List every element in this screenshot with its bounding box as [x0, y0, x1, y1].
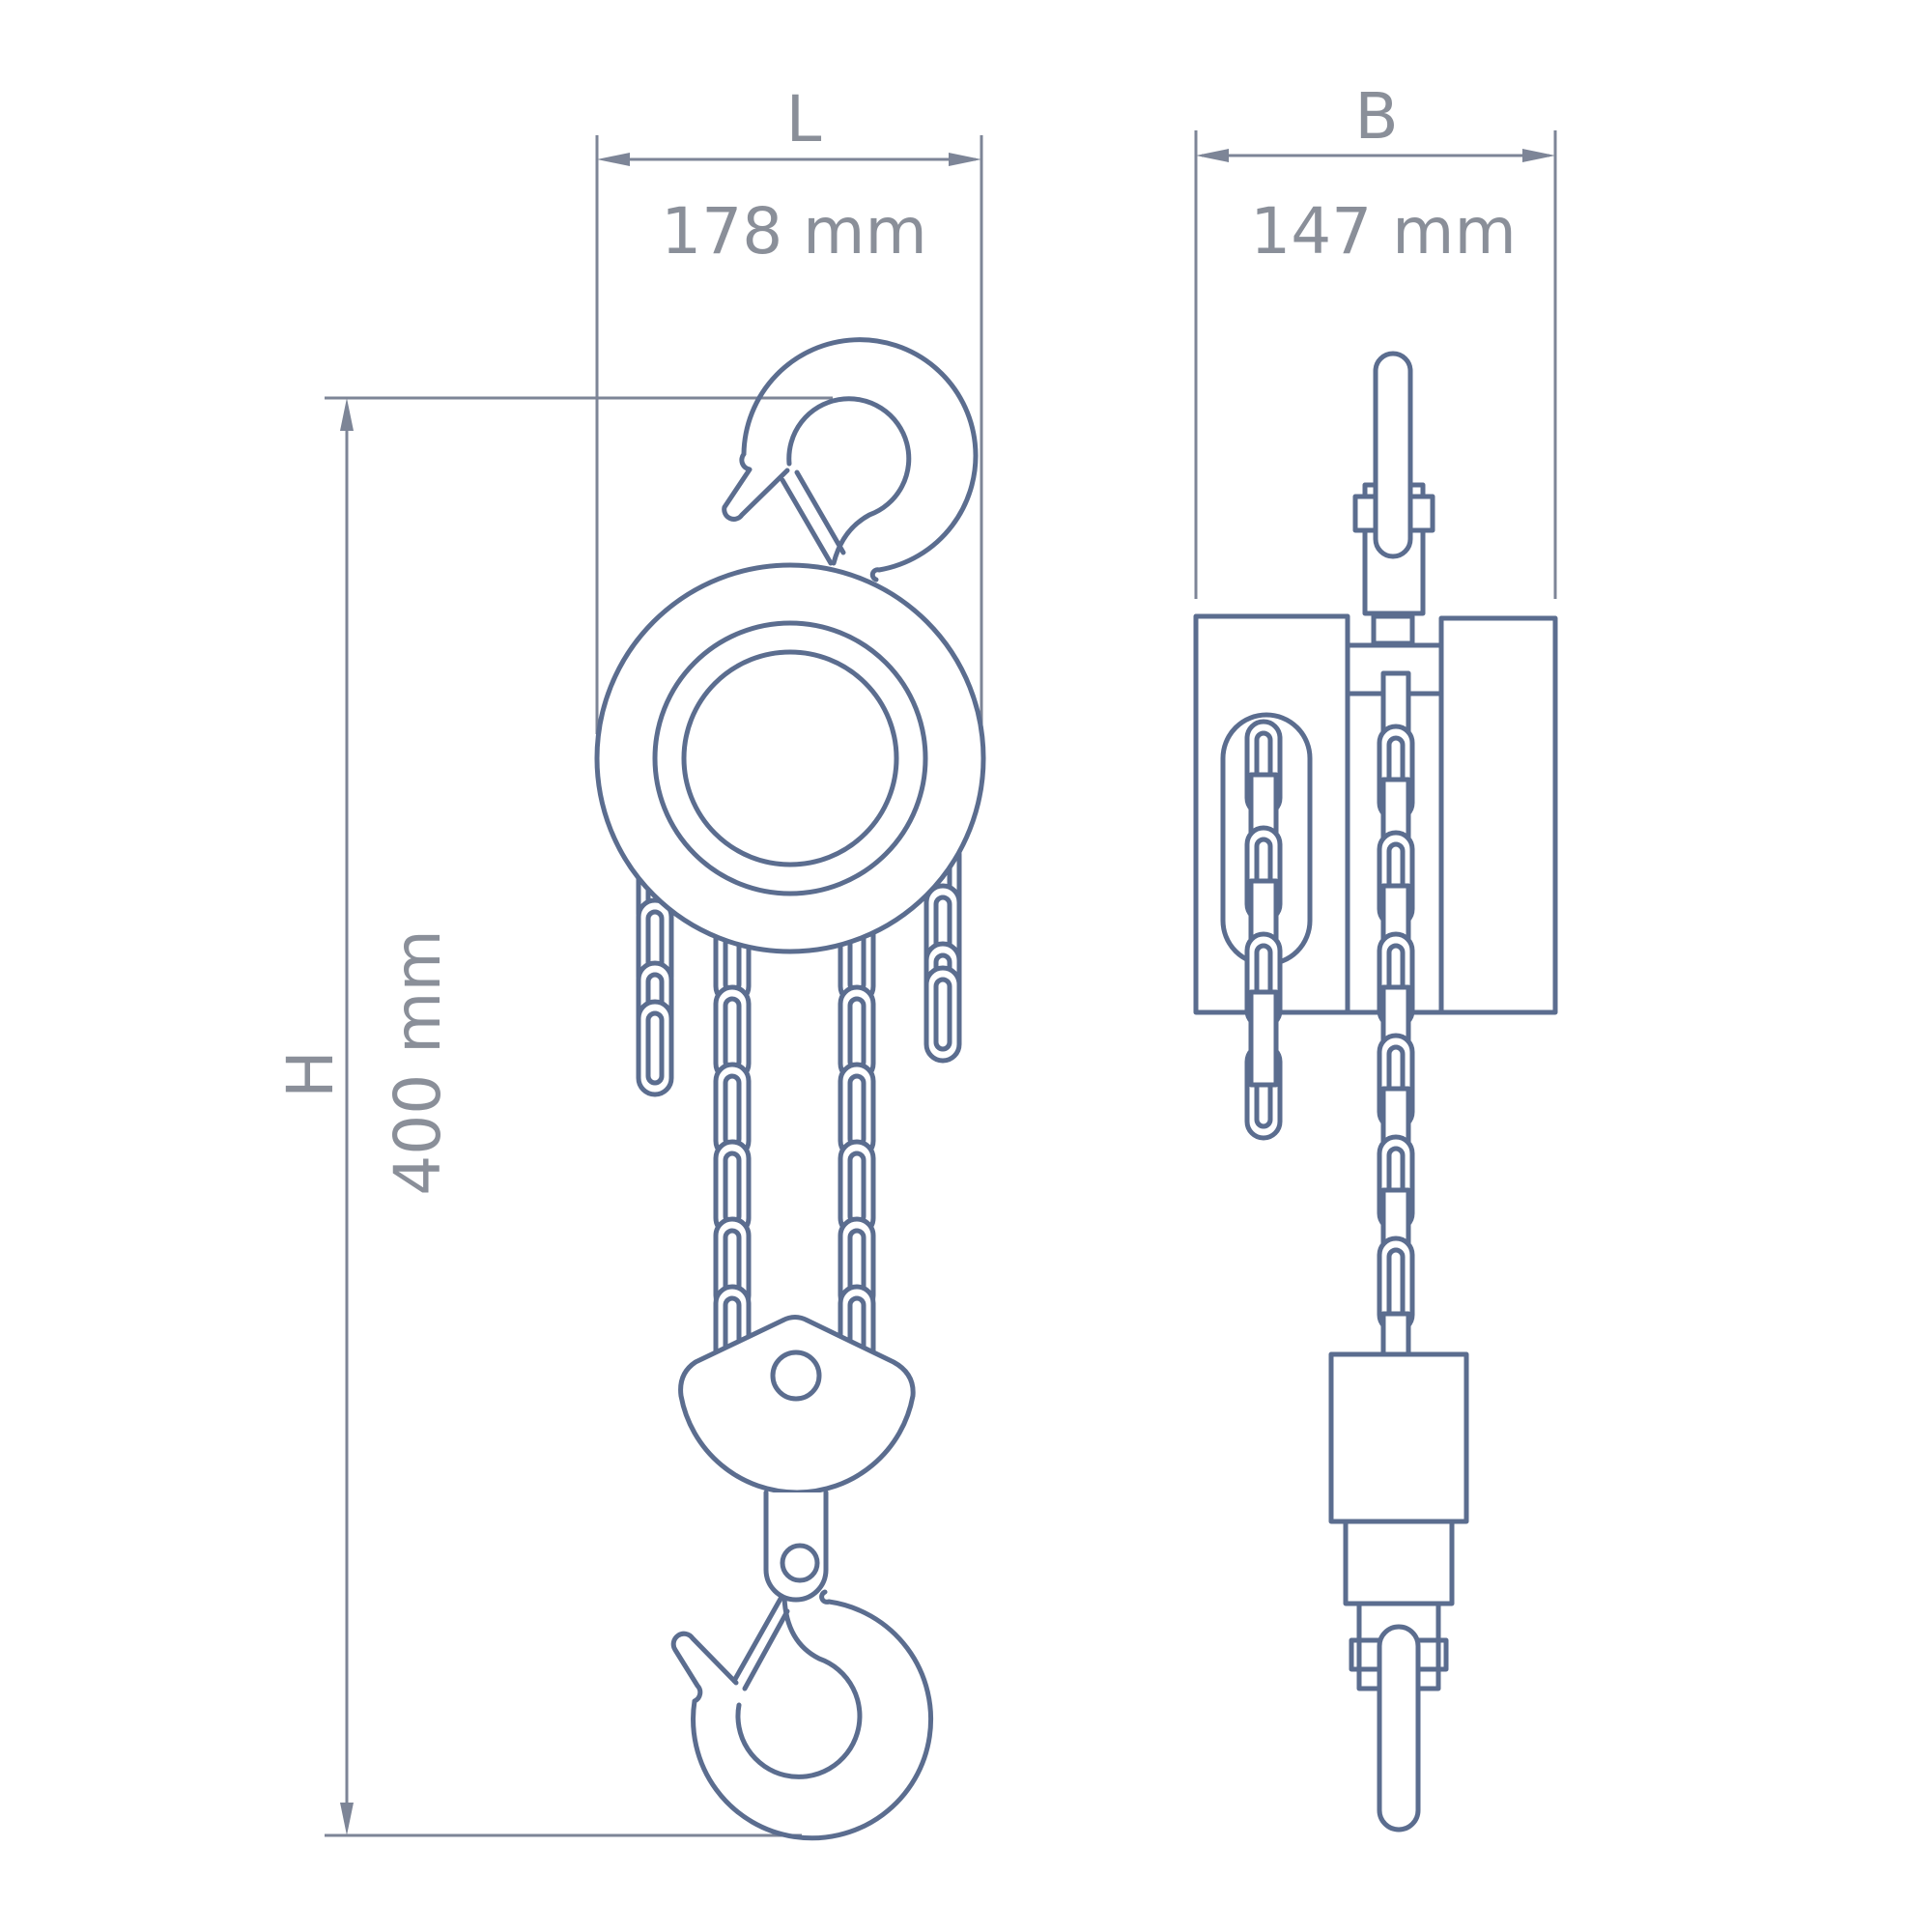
bottom-block-side	[1328, 1351, 1469, 1833]
hoist-front-view	[594, 337, 986, 1841]
top-hook	[722, 337, 979, 582]
length-value: 178 mm	[661, 194, 927, 269]
bottom-block	[678, 1315, 916, 1603]
hoist-side-view	[1193, 351, 1558, 1833]
hoist-body	[594, 562, 986, 954]
side-plate-right	[1438, 615, 1558, 1015]
hand-chain-side	[1247, 722, 1280, 1138]
dimension-width: B 147 mm	[1194, 79, 1557, 599]
dimension-length: L 178 mm	[595, 82, 983, 734]
width-value: 147 mm	[1250, 194, 1517, 269]
height-symbol: H	[273, 1050, 348, 1098]
dimension-height: H 400 mm	[273, 396, 833, 1837]
load-chain-right	[840, 910, 873, 1379]
load-chain-side	[1379, 673, 1412, 1357]
top-hook-side	[1352, 351, 1435, 646]
width-symbol: B	[1354, 79, 1398, 154]
height-value: 400 mm	[381, 929, 455, 1196]
length-symbol: L	[786, 82, 822, 156]
bottom-hook	[670, 1589, 934, 1841]
load-chain-left	[716, 910, 749, 1379]
